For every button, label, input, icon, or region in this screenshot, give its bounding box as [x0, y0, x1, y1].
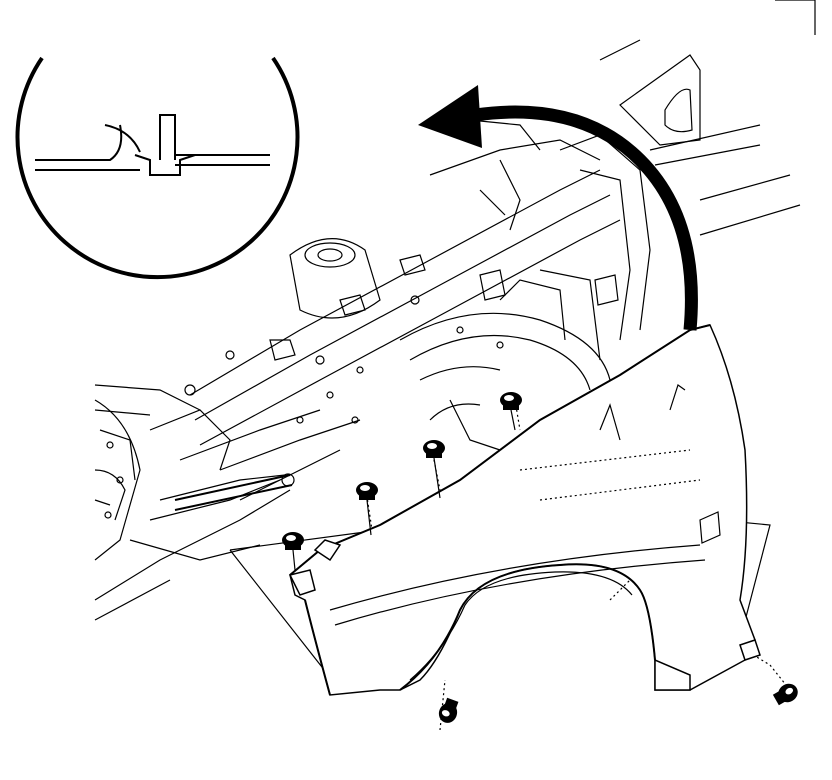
bolt-icon	[356, 482, 378, 536]
vehicle-body-structure	[94, 0, 816, 731]
bolt-icon	[282, 532, 304, 571]
bolt-icon	[772, 683, 798, 706]
bolt-icon	[438, 697, 459, 723]
front-fender	[288, 324, 761, 696]
removal-direction-arrow	[418, 85, 698, 331]
bolt-icon	[500, 392, 522, 431]
fender-bolts	[282, 392, 798, 723]
detail-callout	[15, 56, 300, 280]
bolt-icon	[423, 440, 445, 499]
